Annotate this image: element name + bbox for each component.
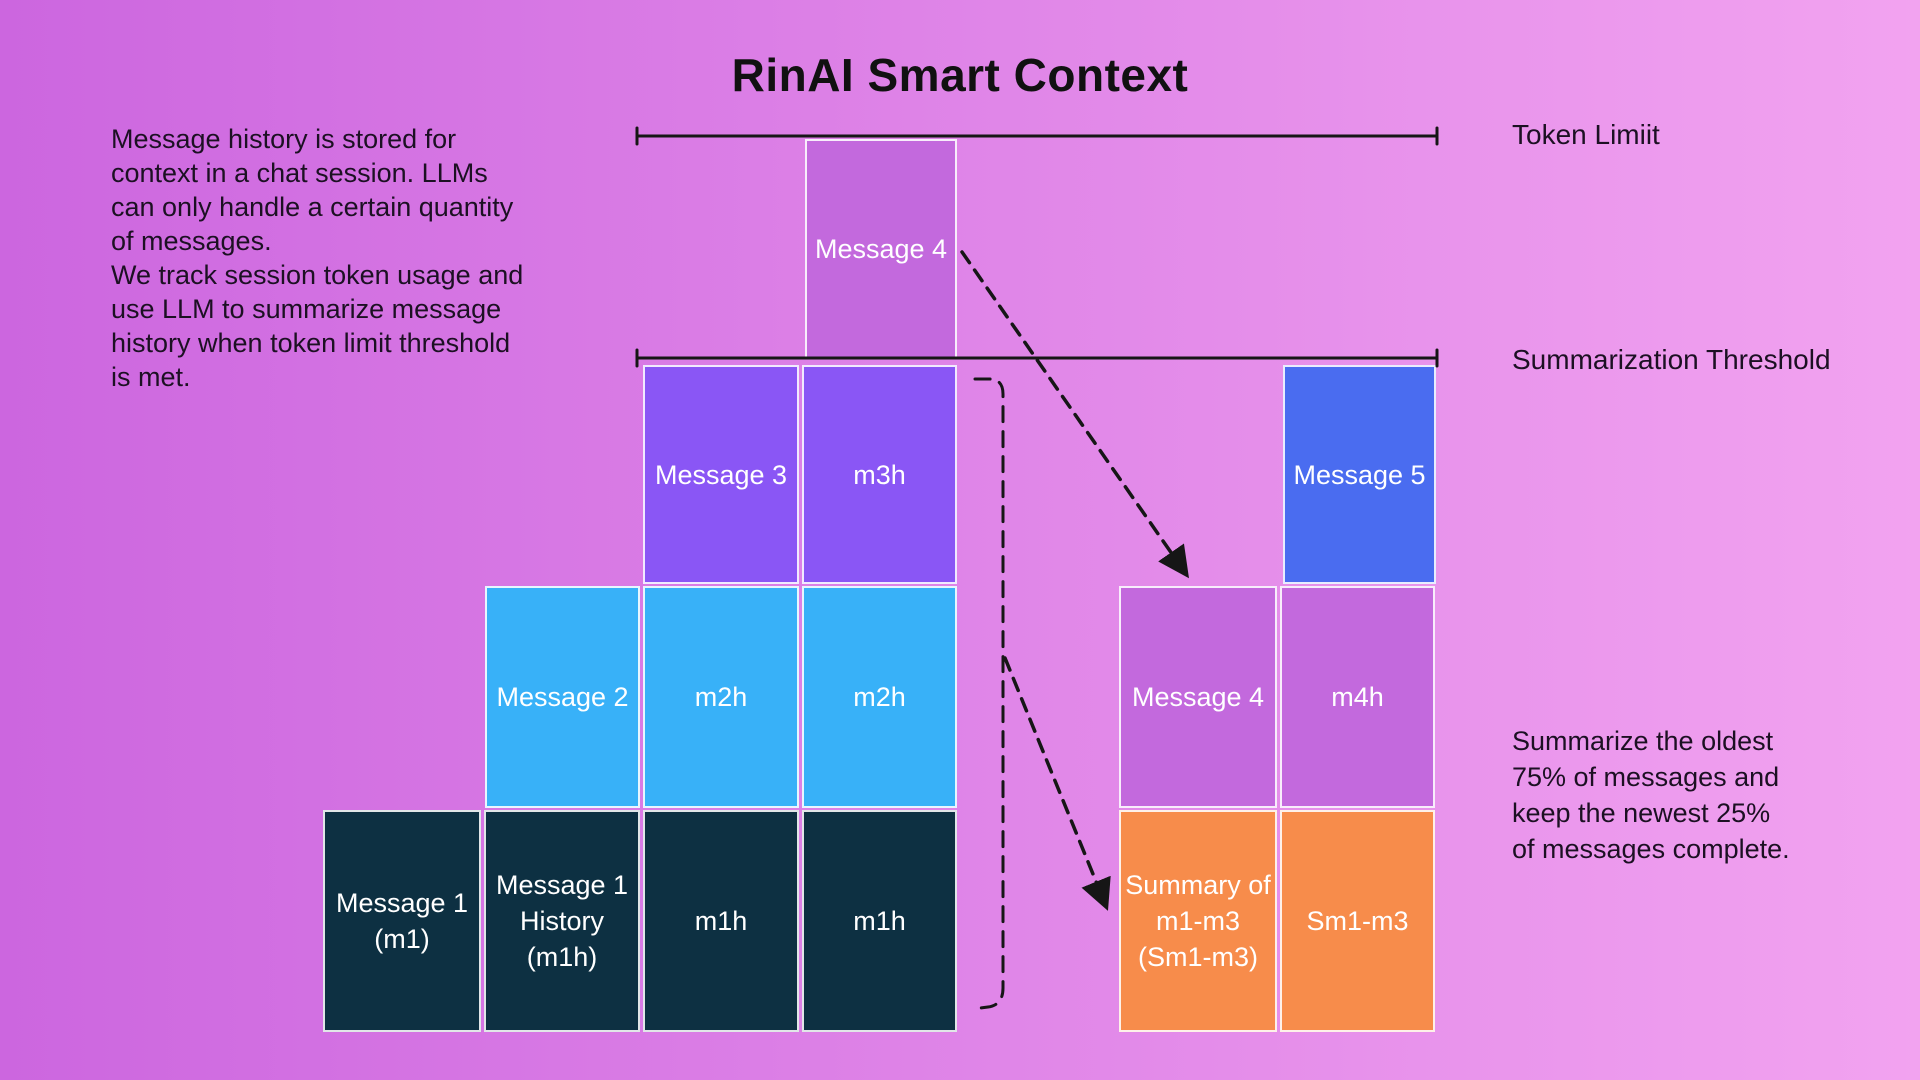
box-message-3: Message 3 xyxy=(643,365,799,584)
box-message-5: Message 5 xyxy=(1283,365,1436,584)
box-m3h: m3h xyxy=(802,365,957,584)
box-message-4-kept: Message 4 xyxy=(1119,586,1277,808)
box-message-1-history: Message 1 History (m1h) xyxy=(484,810,640,1032)
box-m2h-1: m2h xyxy=(643,586,799,808)
summarize-strategy-note: Summarize the oldest 75% of messages and… xyxy=(1512,726,1790,864)
box-m1h-2: m1h xyxy=(802,810,957,1032)
box-m4h: m4h xyxy=(1280,586,1435,808)
box-m1h-1: m1h xyxy=(643,810,799,1032)
box-sm1-m3: Sm1-m3 xyxy=(1280,810,1435,1032)
box-message-4-pending: Message 4 xyxy=(805,139,957,359)
page-title: RinAI Smart Context xyxy=(731,49,1189,101)
left-explanation-note: Message history is stored for context in… xyxy=(111,124,524,392)
box-m2h-2: m2h xyxy=(802,586,957,808)
token-limit-label: Token Limiit xyxy=(1512,119,1660,150)
box-message-1: Message 1 (m1) xyxy=(323,810,481,1032)
summarization-threshold-label: Summarization Threshold xyxy=(1512,344,1831,375)
box-summary-m1-m3: Summary of m1-m3 (Sm1-m3) xyxy=(1119,810,1277,1032)
box-message-2: Message 2 xyxy=(485,586,640,808)
